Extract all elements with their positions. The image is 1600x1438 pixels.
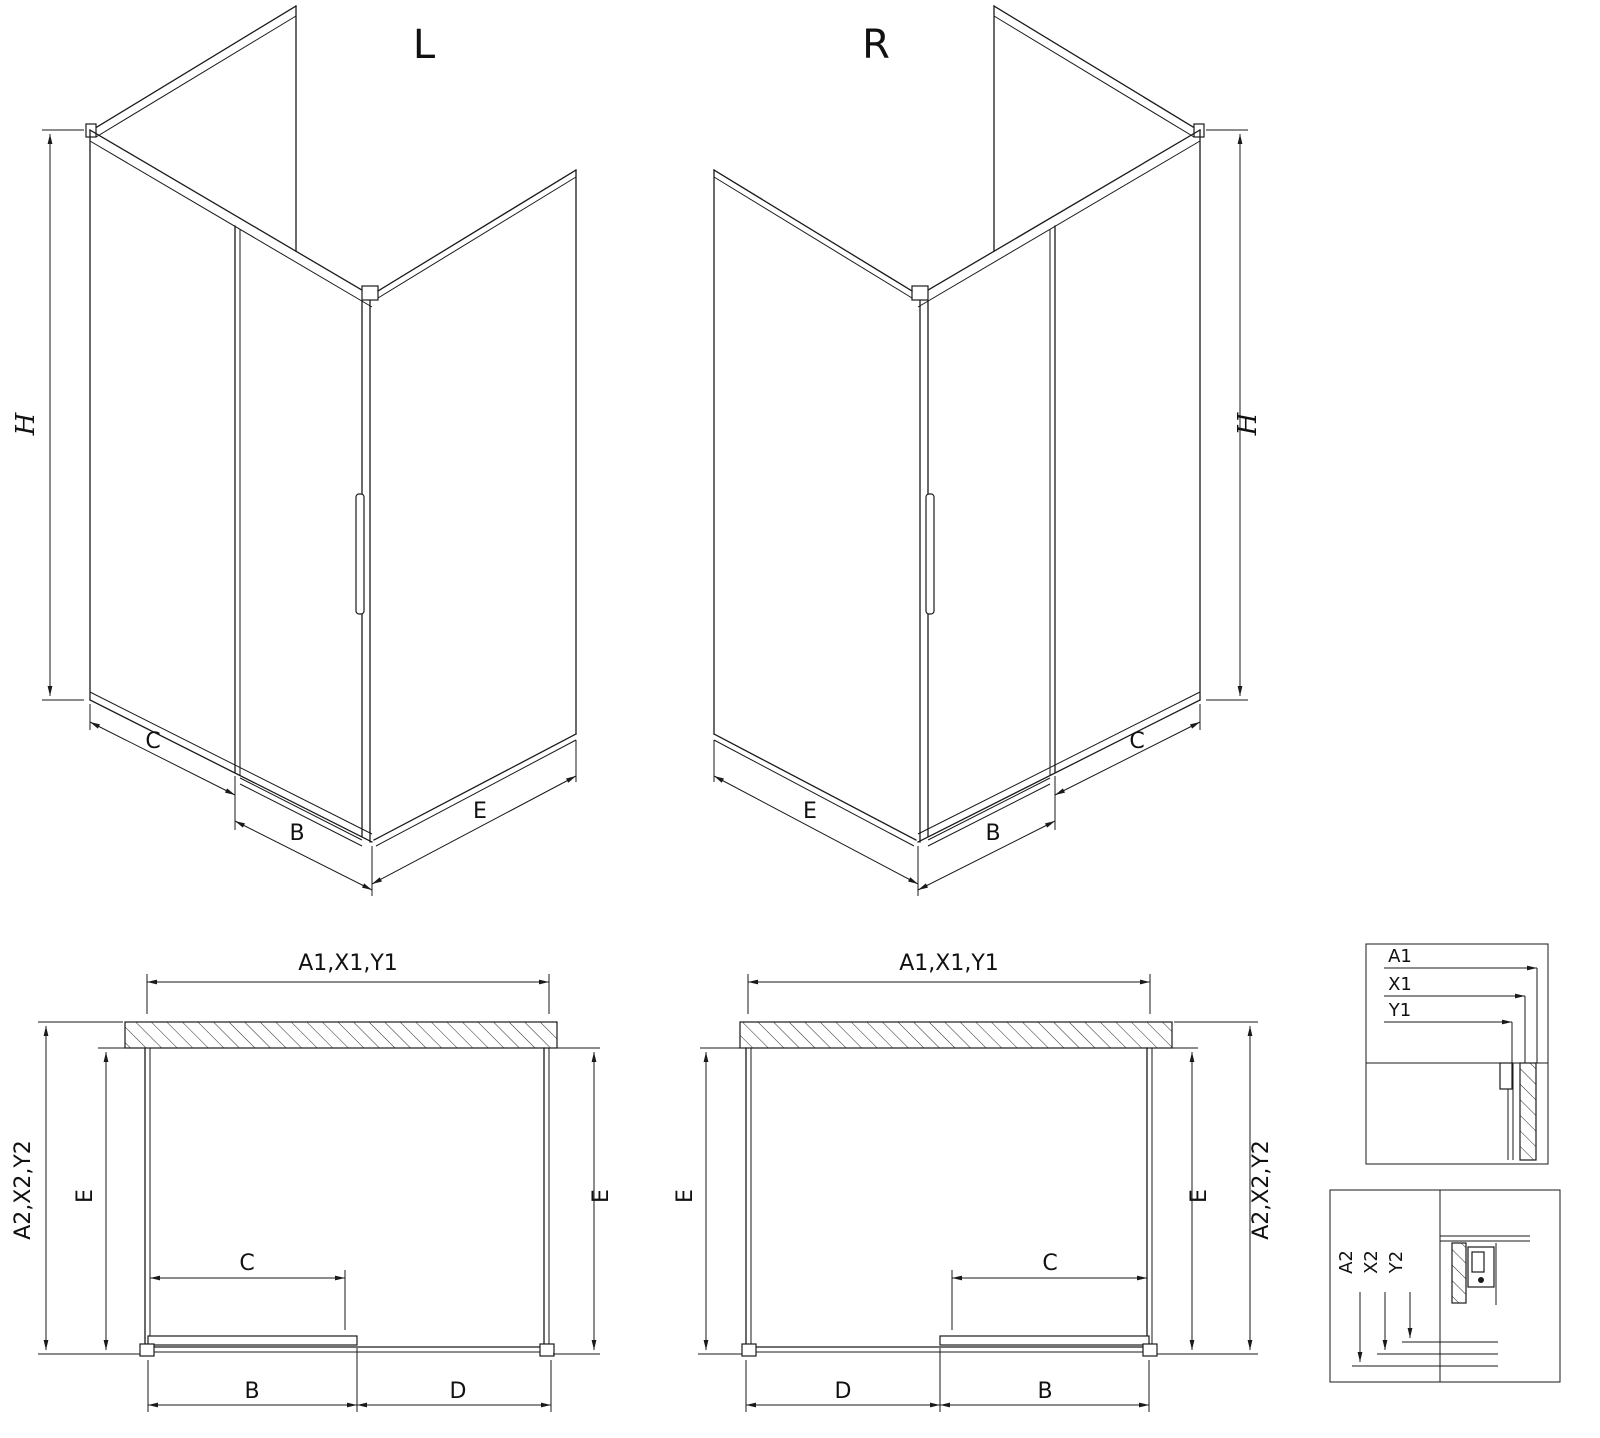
dim-label-b: B: [289, 821, 304, 846]
dim-label-d: D: [450, 1379, 467, 1404]
plan-right-dim-top: A1,X1,Y1: [747, 951, 1151, 1014]
dim-label-a1x1y1: A1,X1,Y1: [899, 951, 999, 976]
plan-view-right: A1,X1,Y1 A2,X2,Y2 E E C: [673, 951, 1274, 1412]
wall-section-hatch: [1519, 1062, 1537, 1161]
detail-view-bottom: A2 X2 Y2: [1329, 1189, 1561, 1383]
dim-label-c: C: [1042, 1251, 1057, 1276]
end-profile: [539, 1343, 555, 1357]
dim-label-b: B: [244, 1379, 259, 1404]
end-profile: [139, 1343, 155, 1357]
detail-label-x1: X1: [1388, 974, 1412, 995]
iso-left-back-side-panel: [85, 5, 297, 252]
dim-label-a2x2y2: A2,X2,Y2: [11, 1140, 36, 1240]
plan-left-dim-left-outer: A2,X2,Y2: [11, 1021, 140, 1355]
plan-left-dim-b: B: [147, 1348, 358, 1412]
dim-label-d: D: [835, 1379, 852, 1404]
iso-left-dim-c: C: [89, 704, 236, 806]
end-profile: [1142, 1343, 1158, 1357]
iso-left-front-wall: [89, 129, 379, 847]
iso-right-dim-b: B: [917, 776, 1056, 896]
iso-right-dim-h: H: [1206, 129, 1263, 701]
plan-left-dim-right-inner: E: [553, 1047, 614, 1355]
detail-label-x2: X2: [1361, 1250, 1382, 1274]
iso-right-title: R: [862, 22, 890, 68]
iso-view-right: R: [713, 5, 1263, 896]
corner-connector: [911, 285, 929, 301]
end-profile: [741, 1343, 757, 1357]
door-handle: [355, 493, 365, 615]
dim-label-e: E: [473, 799, 487, 824]
plan-right-dim-right-outer: A2,X2,Y2: [1157, 1021, 1274, 1355]
plan-right-dim-right-inner: E: [1154, 1047, 1212, 1350]
plan-right-glass: [741, 1047, 1158, 1357]
dim-label-h: H: [1233, 411, 1263, 436]
plan-left-dim-top: A1,X1,Y1: [146, 951, 550, 1014]
wall-section-hatch: [1451, 1242, 1467, 1304]
plan-left-dim-d: D: [357, 1360, 552, 1412]
dim-label-b: B: [1037, 1379, 1052, 1404]
detail-label-a1: A1: [1388, 946, 1412, 967]
dim-label-e: E: [1187, 1189, 1212, 1203]
sliding-door-plan: [939, 1335, 1150, 1346]
dim-label-a2x2y2: A2,X2,Y2: [1249, 1140, 1274, 1240]
sliding-door-plan: [147, 1335, 358, 1346]
dim-label-e: E: [589, 1189, 614, 1203]
plan-view-left: A1,X1,Y1 A2,X2,Y2 E E C: [11, 951, 614, 1412]
dim-label-c: C: [145, 729, 160, 754]
detail-label-a2: A2: [1336, 1250, 1357, 1274]
dim-label-e: E: [803, 799, 817, 824]
iso-left-title: L: [413, 22, 436, 68]
plan-left-dim-c: C: [150, 1251, 346, 1330]
iso-left-dim-e: E: [371, 740, 577, 885]
dim-label-e: E: [673, 1189, 698, 1203]
wall-profile-section: [1499, 1062, 1513, 1090]
plan-right-dim-left-inner: E: [673, 1047, 744, 1355]
iso-right-dim-c: C: [1054, 704, 1201, 806]
dim-label-c: C: [239, 1251, 254, 1276]
plan-right-dim-d: D: [745, 1348, 941, 1412]
plan-right-dim-b: B: [940, 1360, 1150, 1412]
iso-view-left: L: [11, 5, 577, 896]
plan-left-glass: [139, 1047, 555, 1357]
dim-label-e: E: [73, 1189, 98, 1203]
plan-right-dim-c: C: [951, 1251, 1147, 1330]
iso-right-back-side-panel: [993, 5, 1205, 252]
detail-view-top: A1 X1 Y1: [1365, 943, 1549, 1165]
iso-left-dim-b: B: [234, 776, 373, 896]
iso-right-left-side-panel: [713, 169, 917, 847]
detail-label-y1: Y1: [1388, 1000, 1411, 1021]
dim-label-a1x1y1: A1,X1,Y1: [298, 951, 398, 976]
door-handle: [925, 493, 935, 615]
plan-left-dim-left-inner: E: [73, 1047, 143, 1350]
fastener-dot: [1478, 1277, 1484, 1283]
detail-label-y2: Y2: [1386, 1251, 1407, 1274]
detail-frame: [1365, 943, 1549, 1165]
dim-label-h: H: [11, 411, 41, 436]
iso-left-right-side-panel: [373, 169, 577, 847]
iso-right-dim-e: E: [713, 740, 919, 885]
profile-inner: [1471, 1251, 1485, 1273]
corner-connector: [361, 285, 379, 301]
building-wall: [124, 1021, 558, 1049]
iso-left-dim-h: H: [11, 129, 84, 701]
dim-label-b: B: [985, 821, 1000, 846]
building-wall: [739, 1021, 1173, 1049]
iso-right-front-wall: [911, 129, 1201, 847]
dim-label-c: C: [1129, 729, 1144, 754]
detail-frame: [1329, 1189, 1561, 1383]
